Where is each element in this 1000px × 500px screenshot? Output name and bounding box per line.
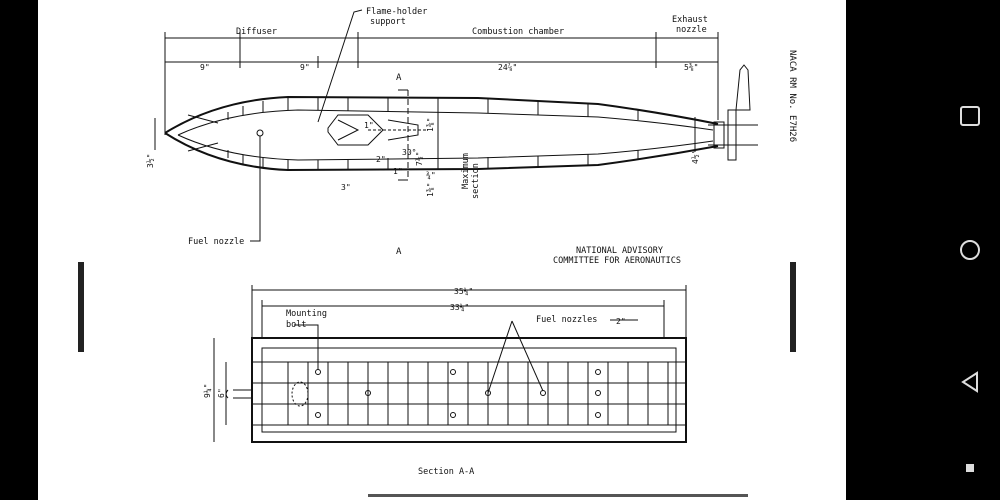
- bolt-label: bolt: [286, 320, 306, 330]
- circle-icon: [960, 240, 980, 260]
- dim-small-top: 1⅜": [426, 118, 435, 132]
- cropped-text-line: [368, 494, 748, 497]
- back-button[interactable]: [940, 352, 1000, 412]
- top-view-labels: Diffuser Combustion chamber Exhaust nozz…: [145, 7, 797, 257]
- credit-line-1: NATIONAL ADVISORY: [576, 246, 663, 256]
- dim-right-height: 4½": [690, 150, 700, 164]
- recents-button[interactable]: [940, 86, 1000, 146]
- dim-c1: 1": [364, 121, 374, 130]
- edge-mark-right: [790, 262, 796, 352]
- section-label: section: [471, 163, 481, 199]
- dim-inner: 33¼": [450, 303, 469, 312]
- edge-mark-left: [78, 262, 84, 352]
- dim-small-bot: 1⅜": [426, 183, 435, 197]
- dim-d1: 9": [200, 63, 210, 72]
- diffuser-label: Diffuser: [236, 27, 277, 37]
- section-view: [213, 285, 687, 443]
- dim-max: 7½": [414, 152, 424, 166]
- nozzle-label: nozzle: [676, 25, 707, 35]
- combustion-chamber-label: Combustion chamber: [472, 27, 564, 37]
- credit-line-2: COMMITTEE FOR AERONAUTICS: [553, 256, 681, 266]
- section-mark-bottom: A: [396, 247, 402, 257]
- dim-pitch: 2": [616, 317, 626, 326]
- section-caption: Section A-A: [418, 467, 474, 477]
- dim-left-height: 3½": [145, 154, 155, 168]
- dim-mid: ¾": [426, 171, 436, 180]
- maximum-label: Maximum: [461, 153, 471, 189]
- fuel-nozzle-label: Fuel nozzle: [188, 237, 244, 247]
- system-navigation-bar: [940, 0, 1000, 500]
- mounting-label: Mounting: [286, 309, 327, 319]
- section-view-labels: 35¼" 33¼" 2" 9¼" 6" Mounting bolt Fuel n…: [203, 287, 626, 477]
- dim-c3: 1": [393, 167, 403, 176]
- dim-d4: 5⅜": [684, 63, 698, 72]
- document-page: Diffuser Combustion chamber Exhaust nozz…: [38, 0, 846, 500]
- engineering-drawing: Diffuser Combustion chamber Exhaust nozz…: [78, 7, 797, 497]
- square-icon: [960, 106, 980, 126]
- section-mark-top: A: [396, 73, 402, 83]
- triangle-back-icon: [961, 371, 978, 393]
- exhaust-label: Exhaust: [672, 15, 708, 25]
- flameholder-label: Flame-holder: [366, 7, 427, 17]
- report-id: NACA RM No. E7H26: [787, 50, 797, 142]
- dim-c4: 3": [341, 183, 351, 192]
- flameholder-support-label: support: [370, 17, 406, 27]
- dim-c2: 2": [376, 155, 386, 164]
- dim-total: 35¼": [454, 287, 473, 296]
- dim-h-inner: 6": [217, 388, 226, 398]
- dim-h-outer: 9¼": [203, 384, 212, 398]
- combustor-side-view: [154, 9, 758, 242]
- home-button[interactable]: [940, 220, 1000, 280]
- fuel-nozzles-label: Fuel nozzles: [536, 315, 597, 325]
- dim-angle: 30°: [402, 148, 416, 157]
- small-square-icon: [966, 464, 974, 472]
- dim-d2: 9": [300, 63, 310, 72]
- menu-button[interactable]: [940, 438, 1000, 498]
- dim-d3: 24⅞": [498, 63, 517, 72]
- pdf-viewer[interactable]: Diffuser Combustion chamber Exhaust nozz…: [0, 0, 940, 500]
